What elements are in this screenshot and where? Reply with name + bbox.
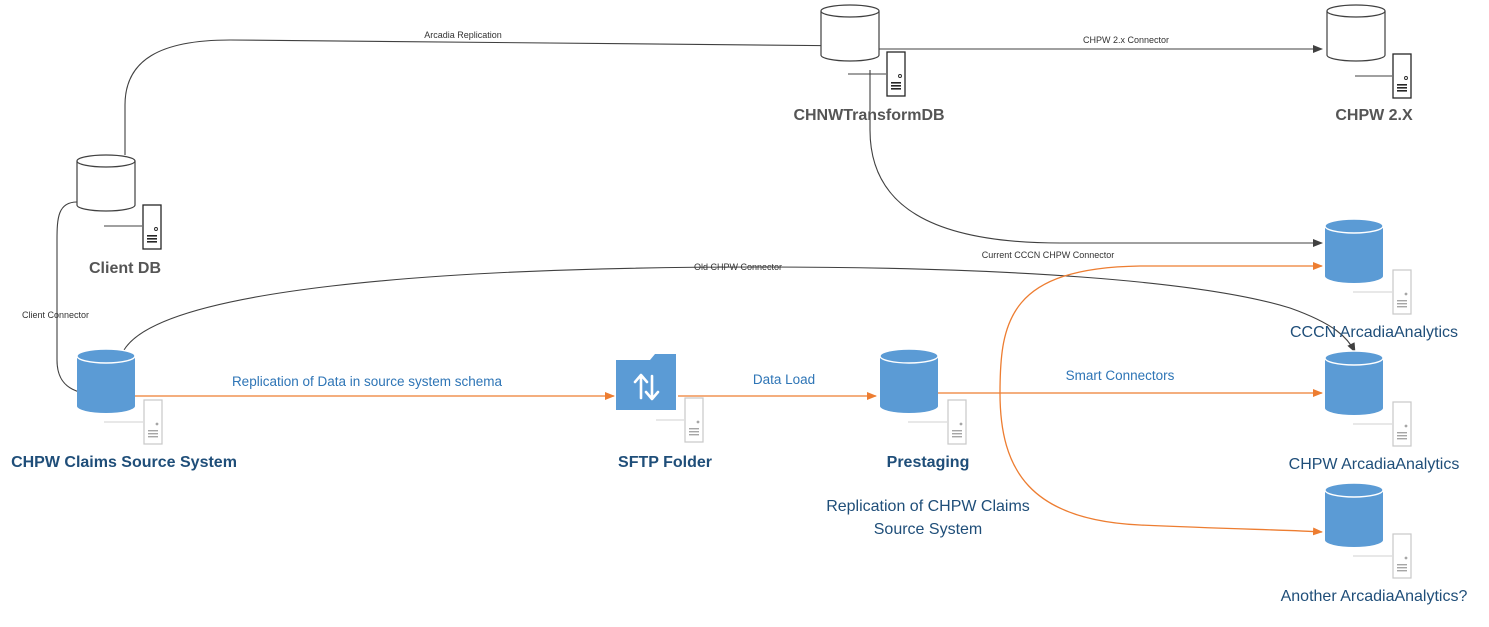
edge-arcadia-replication [124,39,866,155]
server-tower-icon [143,399,163,445]
node-claims-source: CHPW Claims Source System [11,348,237,471]
node-label-chnw-transform-db: CHNWTransformDB [793,107,944,124]
server-tower-icon [1392,53,1412,99]
database-cylinder-icon [820,4,880,62]
node-chnw-transform-db: CHNWTransformDB [793,4,945,124]
database-cylinder-icon [879,348,939,414]
node-chpw-arcadia: CHPW ArcadiaAnalytics [1289,350,1460,473]
server-tower-icon [1392,269,1412,315]
node-prestaging: Prestaging Replication of CHPW Claims So… [826,348,1030,538]
node-label-cccn-arcadia: CCCN ArcadiaAnalytics [1290,324,1458,341]
node-another-arcadia: Another ArcadiaAnalytics? [1281,482,1468,605]
server-tower-icon [142,204,162,250]
label-data-load: Data Load [753,372,815,387]
node-cccn-arcadia: CCCN ArcadiaAnalytics [1290,218,1458,341]
label-current-cccn-connector: Current CCCN CHPW Connector [982,250,1115,260]
node-label-prestaging: Prestaging [887,454,970,471]
edge-to-another-arcadia [999,392,1323,536]
prestaging-note-line2: Source System [874,521,982,538]
edge-transform-to-cccn [869,70,1323,247]
prestaging-note-line1: Replication of CHPW Claims [826,498,1030,515]
node-label-chpw-arcadia: CHPW ArcadiaAnalytics [1289,456,1460,473]
label-client-connector: Client Connector [22,310,89,320]
sftp-folder-transfer-icon [616,354,676,410]
node-label-chpw-2x: CHPW 2.X [1335,107,1413,124]
edge-old-chpw-connector [123,266,1356,353]
node-label-sftp-folder: SFTP Folder [618,454,712,471]
node-label-another-arcadia: Another ArcadiaAnalytics? [1281,588,1468,605]
server-tower-icon [1392,533,1412,579]
server-tower-icon [1392,401,1412,447]
database-cylinder-icon [1324,350,1384,416]
edge-current-cccn-connector [999,262,1323,394]
node-client-db: Client DB [76,154,162,277]
server-tower-icon [947,399,967,445]
node-sftp-folder: SFTP Folder [616,354,712,471]
label-smart-connectors: Smart Connectors [1066,368,1175,383]
node-chpw-2x: CHPW 2.X [1326,4,1413,124]
server-tower-icon [684,397,704,443]
label-chpw-2x-connector: CHPW 2.x Connector [1083,35,1169,45]
database-cylinder-icon [1324,218,1384,284]
label-replication-of-data: Replication of Data in source system sch… [232,374,503,389]
label-old-chpw-connector: Old CHPW Connector [694,262,782,272]
node-label-client-db: Client DB [89,260,161,277]
database-cylinder-icon [76,154,136,212]
database-cylinder-icon [1326,4,1386,62]
node-label-claims-source: CHPW Claims Source System [11,454,237,471]
label-arcadia-replication: Arcadia Replication [424,30,502,40]
database-cylinder-icon [1324,482,1384,548]
server-tower-icon [886,51,906,97]
database-cylinder-icon [76,348,136,414]
